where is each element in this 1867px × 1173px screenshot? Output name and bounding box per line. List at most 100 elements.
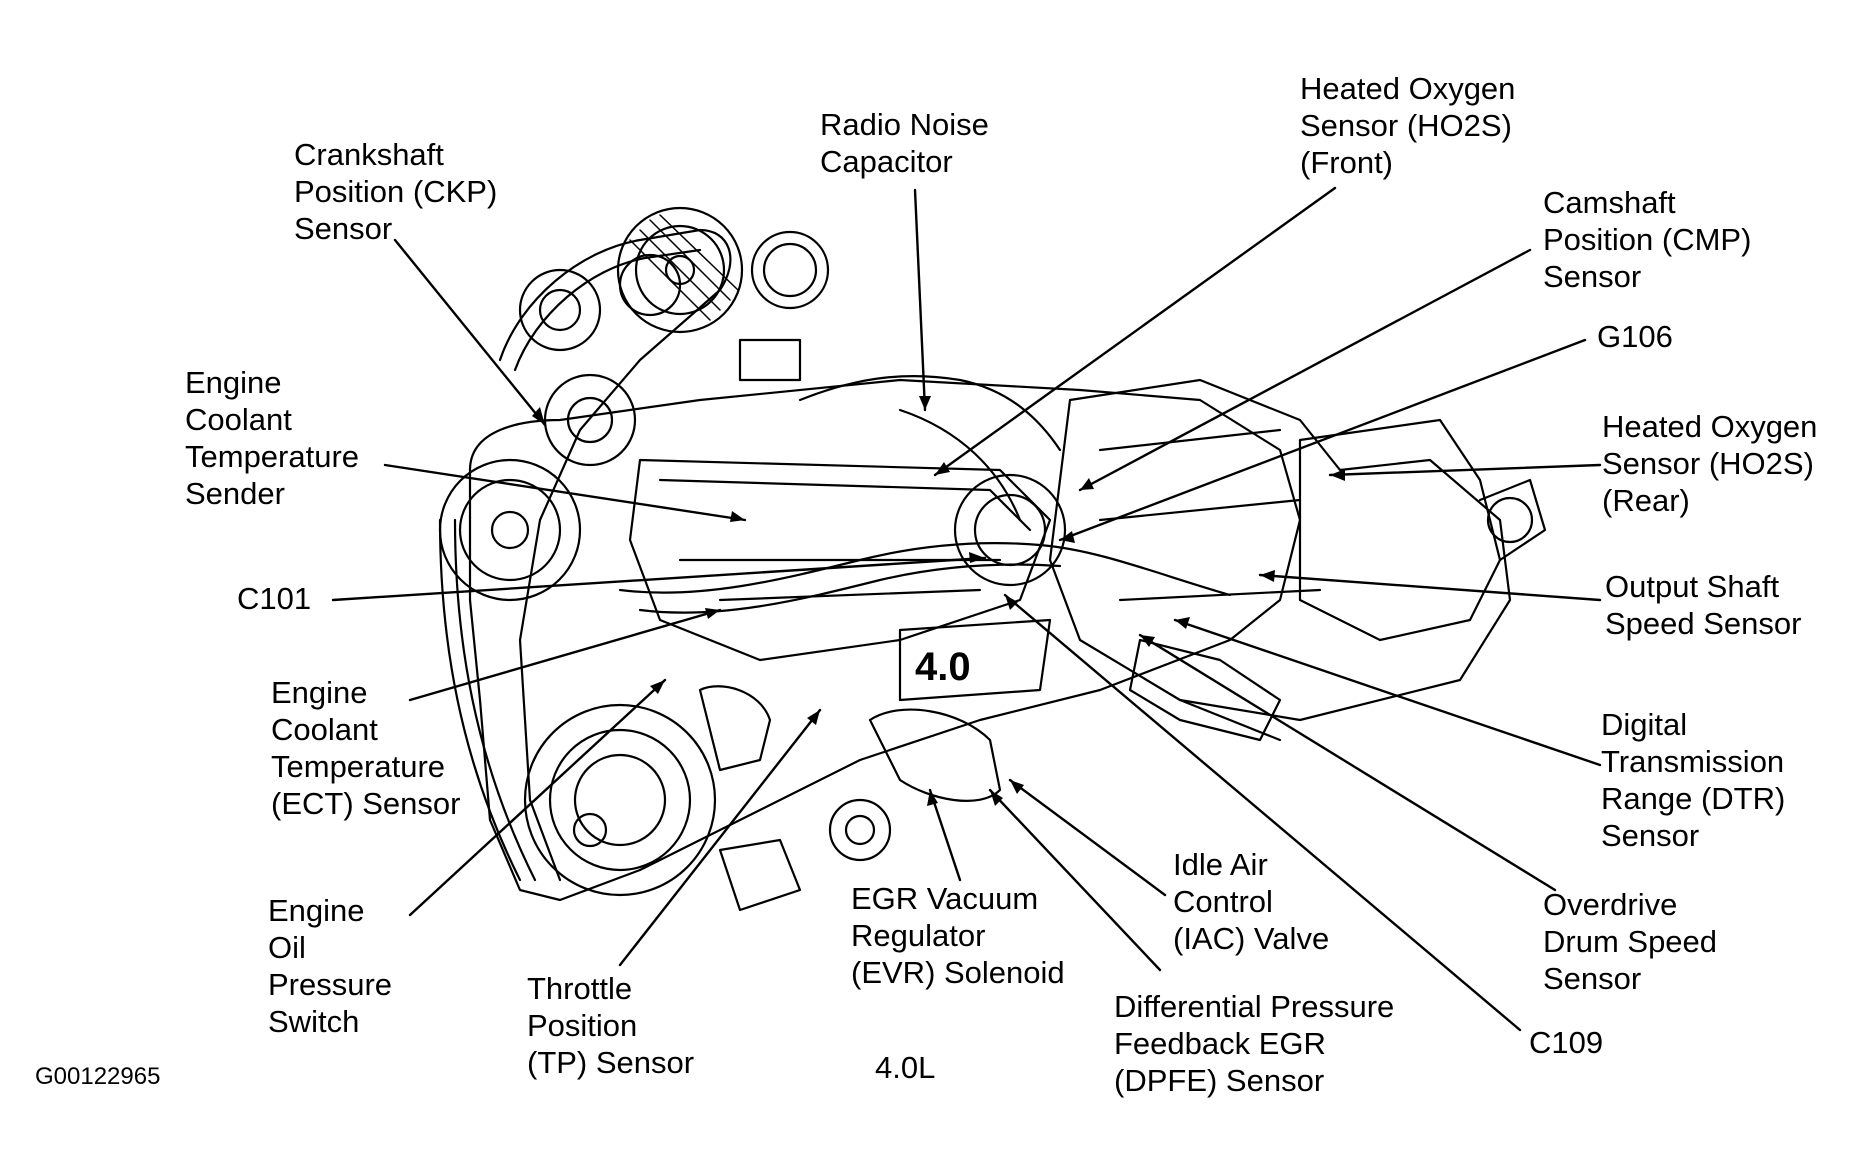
callout-line: Differential Pressure [1114,989,1395,1024]
transfer-case [1298,418,1502,642]
leader-g106 [1058,338,1587,542]
callout-g106: G106 [1597,318,1673,355]
callout-line: Pressure [268,967,393,1002]
callout-line: Position (CMP) [1543,222,1752,257]
callout-dtr-sensor: Digital Transmission Range (DTR) Sensor [1601,706,1785,854]
callout-line: Idle Air [1173,847,1268,882]
engine-badge [898,618,1052,702]
leader-c109 [1003,593,1522,1032]
leader-evr [928,788,962,882]
callout-tp-sensor: Throttle Position (TP) Sensor [527,970,694,1081]
engine-block-outline [468,378,1302,902]
callout-line: Drum Speed [1543,924,1718,959]
callout-line: Transmission [1601,744,1785,779]
callout-line: (TP) Sensor [527,1045,695,1080]
leader-oil [408,678,667,917]
callout-line: Sensor [1543,961,1642,996]
callout-line: Digital [1601,707,1688,742]
callout-dpfe-sensor: Differential Pressure Feedback EGR (DPFE… [1114,988,1394,1099]
callout-ckp-sensor: Crankshaft Position (CKP) Sensor [294,136,497,247]
leader-oss [1258,573,1602,602]
callout-line: Range (DTR) [1601,781,1786,816]
callout-line: C101 [237,581,312,616]
callout-line: Switch [268,1004,360,1039]
callout-line: Sensor [294,211,393,246]
callout-line: Sensor (HO2S) [1602,446,1814,481]
callout-line: (DPFE) Sensor [1114,1063,1325,1098]
callout-line: Temperature [185,439,360,474]
callout-evr-solenoid: EGR Vacuum Regulator (EVR) Solenoid [851,880,1065,991]
callout-line: G106 [1597,319,1673,354]
callout-line: Feedback EGR [1114,1026,1326,1061]
callout-line: Sensor [1601,818,1700,853]
callout-line: Coolant [185,402,292,437]
callout-line: Engine [271,675,368,710]
callout-line: (EVR) Solenoid [851,955,1065,990]
callout-line: Position (CKP) [294,174,498,209]
callout-line: (ECT) Sensor [271,786,461,821]
callout-line: Sensor [1543,259,1642,294]
leader-dtr [1173,618,1602,767]
callout-line: Coolant [271,712,378,747]
callout-line: Sender [185,476,285,511]
callout-ect-sender: Engine Coolant Temperature Sender [185,364,359,512]
callout-ect-sensor: Engine Coolant Temperature (ECT) Sensor [271,674,460,822]
callout-iac-valve: Idle Air Control (IAC) Valve [1173,846,1329,957]
callout-output-shaft-speed-sensor: Output Shaft Speed Sensor [1605,568,1801,642]
callout-line: Oil [268,930,306,965]
engine-size-label: 4.0L [875,1050,936,1085]
callout-line: Heated Oxygen [1300,71,1516,106]
callout-c109: C109 [1529,1024,1603,1061]
oil-filter [718,838,802,912]
callout-line: (Rear) [1602,483,1690,518]
callout-line: Engine [268,893,365,928]
callout-line: Temperature [271,749,446,784]
idler-pulley [518,268,602,352]
svg-text:4.0: 4.0 [915,645,971,689]
callout-line: Throttle [527,971,633,1006]
callout-line: Control [1173,884,1273,919]
wiring-harness [618,542,1232,597]
callout-overdrive-drum-speed-sensor: Overdrive Drum Speed Sensor [1543,886,1717,997]
drive-belt [498,228,732,882]
callout-line: Position [527,1008,638,1043]
alternator [616,206,744,334]
callout-line: C109 [1529,1025,1604,1060]
callout-line: EGR Vacuum [851,881,1039,916]
callout-line: Engine [185,365,282,400]
callout-line: Capacitor [820,144,953,179]
leader-ckp [393,238,547,427]
leader-odss [1138,633,1557,892]
leader-ect-sensor [408,608,722,702]
callout-line: Heated Oxygen [1602,409,1818,444]
callout-line: Output Shaft [1605,569,1780,604]
callout-ho2s-rear: Heated Oxygen Sensor (HO2S) (Rear) [1602,408,1817,519]
leader-radio [913,188,927,412]
callout-oil-pressure-switch: Engine Oil Pressure Switch [268,892,392,1040]
leader-ho2s-rear [1328,463,1602,477]
callout-line: Radio Noise [820,107,989,142]
leader-cmp [1078,248,1532,492]
callout-c101: C101 [237,580,311,617]
leader-tp [618,708,822,967]
callout-line: (IAC) Valve [1173,921,1330,956]
callout-line: Sensor (HO2S) [1300,108,1512,143]
leader-ho2s-front [933,186,1337,477]
callout-radio-noise-capacitor: Radio Noise Capacitor [820,106,989,180]
callout-ho2s-front: Heated Oxygen Sensor (HO2S) (Front) [1300,70,1515,181]
transmission [1048,378,1512,722]
callout-cmp-sensor: Camshaft Position (CMP) Sensor [1543,184,1751,295]
leader-c101 [331,556,987,602]
figure-id: G00122965 [35,1063,161,1090]
leader-iac [1008,778,1167,897]
leader-dpfe [988,788,1162,972]
callout-line: Crankshaft [294,137,444,172]
water-pump-pulley [523,703,717,897]
callout-line: (Front) [1300,145,1393,180]
leader-ect-sender [383,463,747,522]
callout-line: Camshaft [1543,185,1676,220]
callout-line: Speed Sensor [1605,606,1802,641]
callout-line: Overdrive [1543,887,1678,922]
